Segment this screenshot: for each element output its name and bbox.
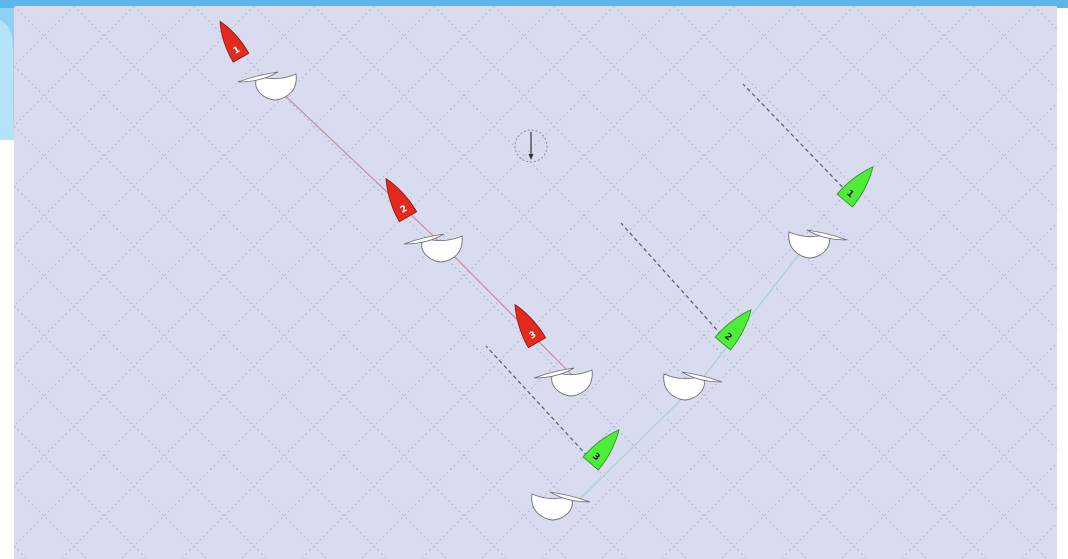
diagonal-grid	[14, 6, 1057, 559]
diagram-board: 1 2 3 1	[14, 6, 1057, 559]
